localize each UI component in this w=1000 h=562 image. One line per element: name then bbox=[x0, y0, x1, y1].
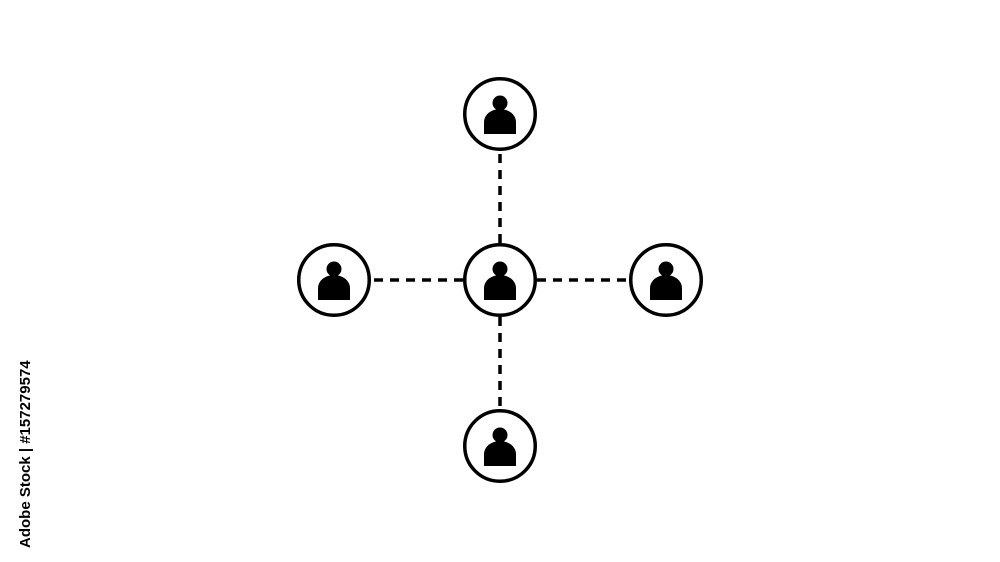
person-head bbox=[492, 95, 508, 111]
node-bottom bbox=[463, 409, 537, 483]
node-left bbox=[297, 243, 371, 317]
node-right bbox=[629, 243, 703, 317]
person-body bbox=[484, 109, 516, 134]
stock-id-watermark: Adobe Stock | #157279574 bbox=[17, 360, 34, 548]
person-icon bbox=[484, 427, 516, 466]
person-body bbox=[484, 441, 516, 466]
stock-id-text: Adobe Stock | #157279574 bbox=[17, 360, 34, 548]
person-icon bbox=[484, 95, 516, 134]
person-head bbox=[326, 261, 342, 277]
person-head bbox=[492, 261, 508, 277]
person-body bbox=[318, 275, 350, 300]
person-head bbox=[492, 427, 508, 443]
person-icon bbox=[318, 261, 350, 300]
person-body bbox=[650, 275, 682, 300]
person-head bbox=[658, 261, 674, 277]
node-center bbox=[463, 243, 537, 317]
person-icon bbox=[484, 261, 516, 300]
node-top bbox=[463, 77, 537, 151]
person-body bbox=[484, 275, 516, 300]
person-icon bbox=[650, 261, 682, 300]
